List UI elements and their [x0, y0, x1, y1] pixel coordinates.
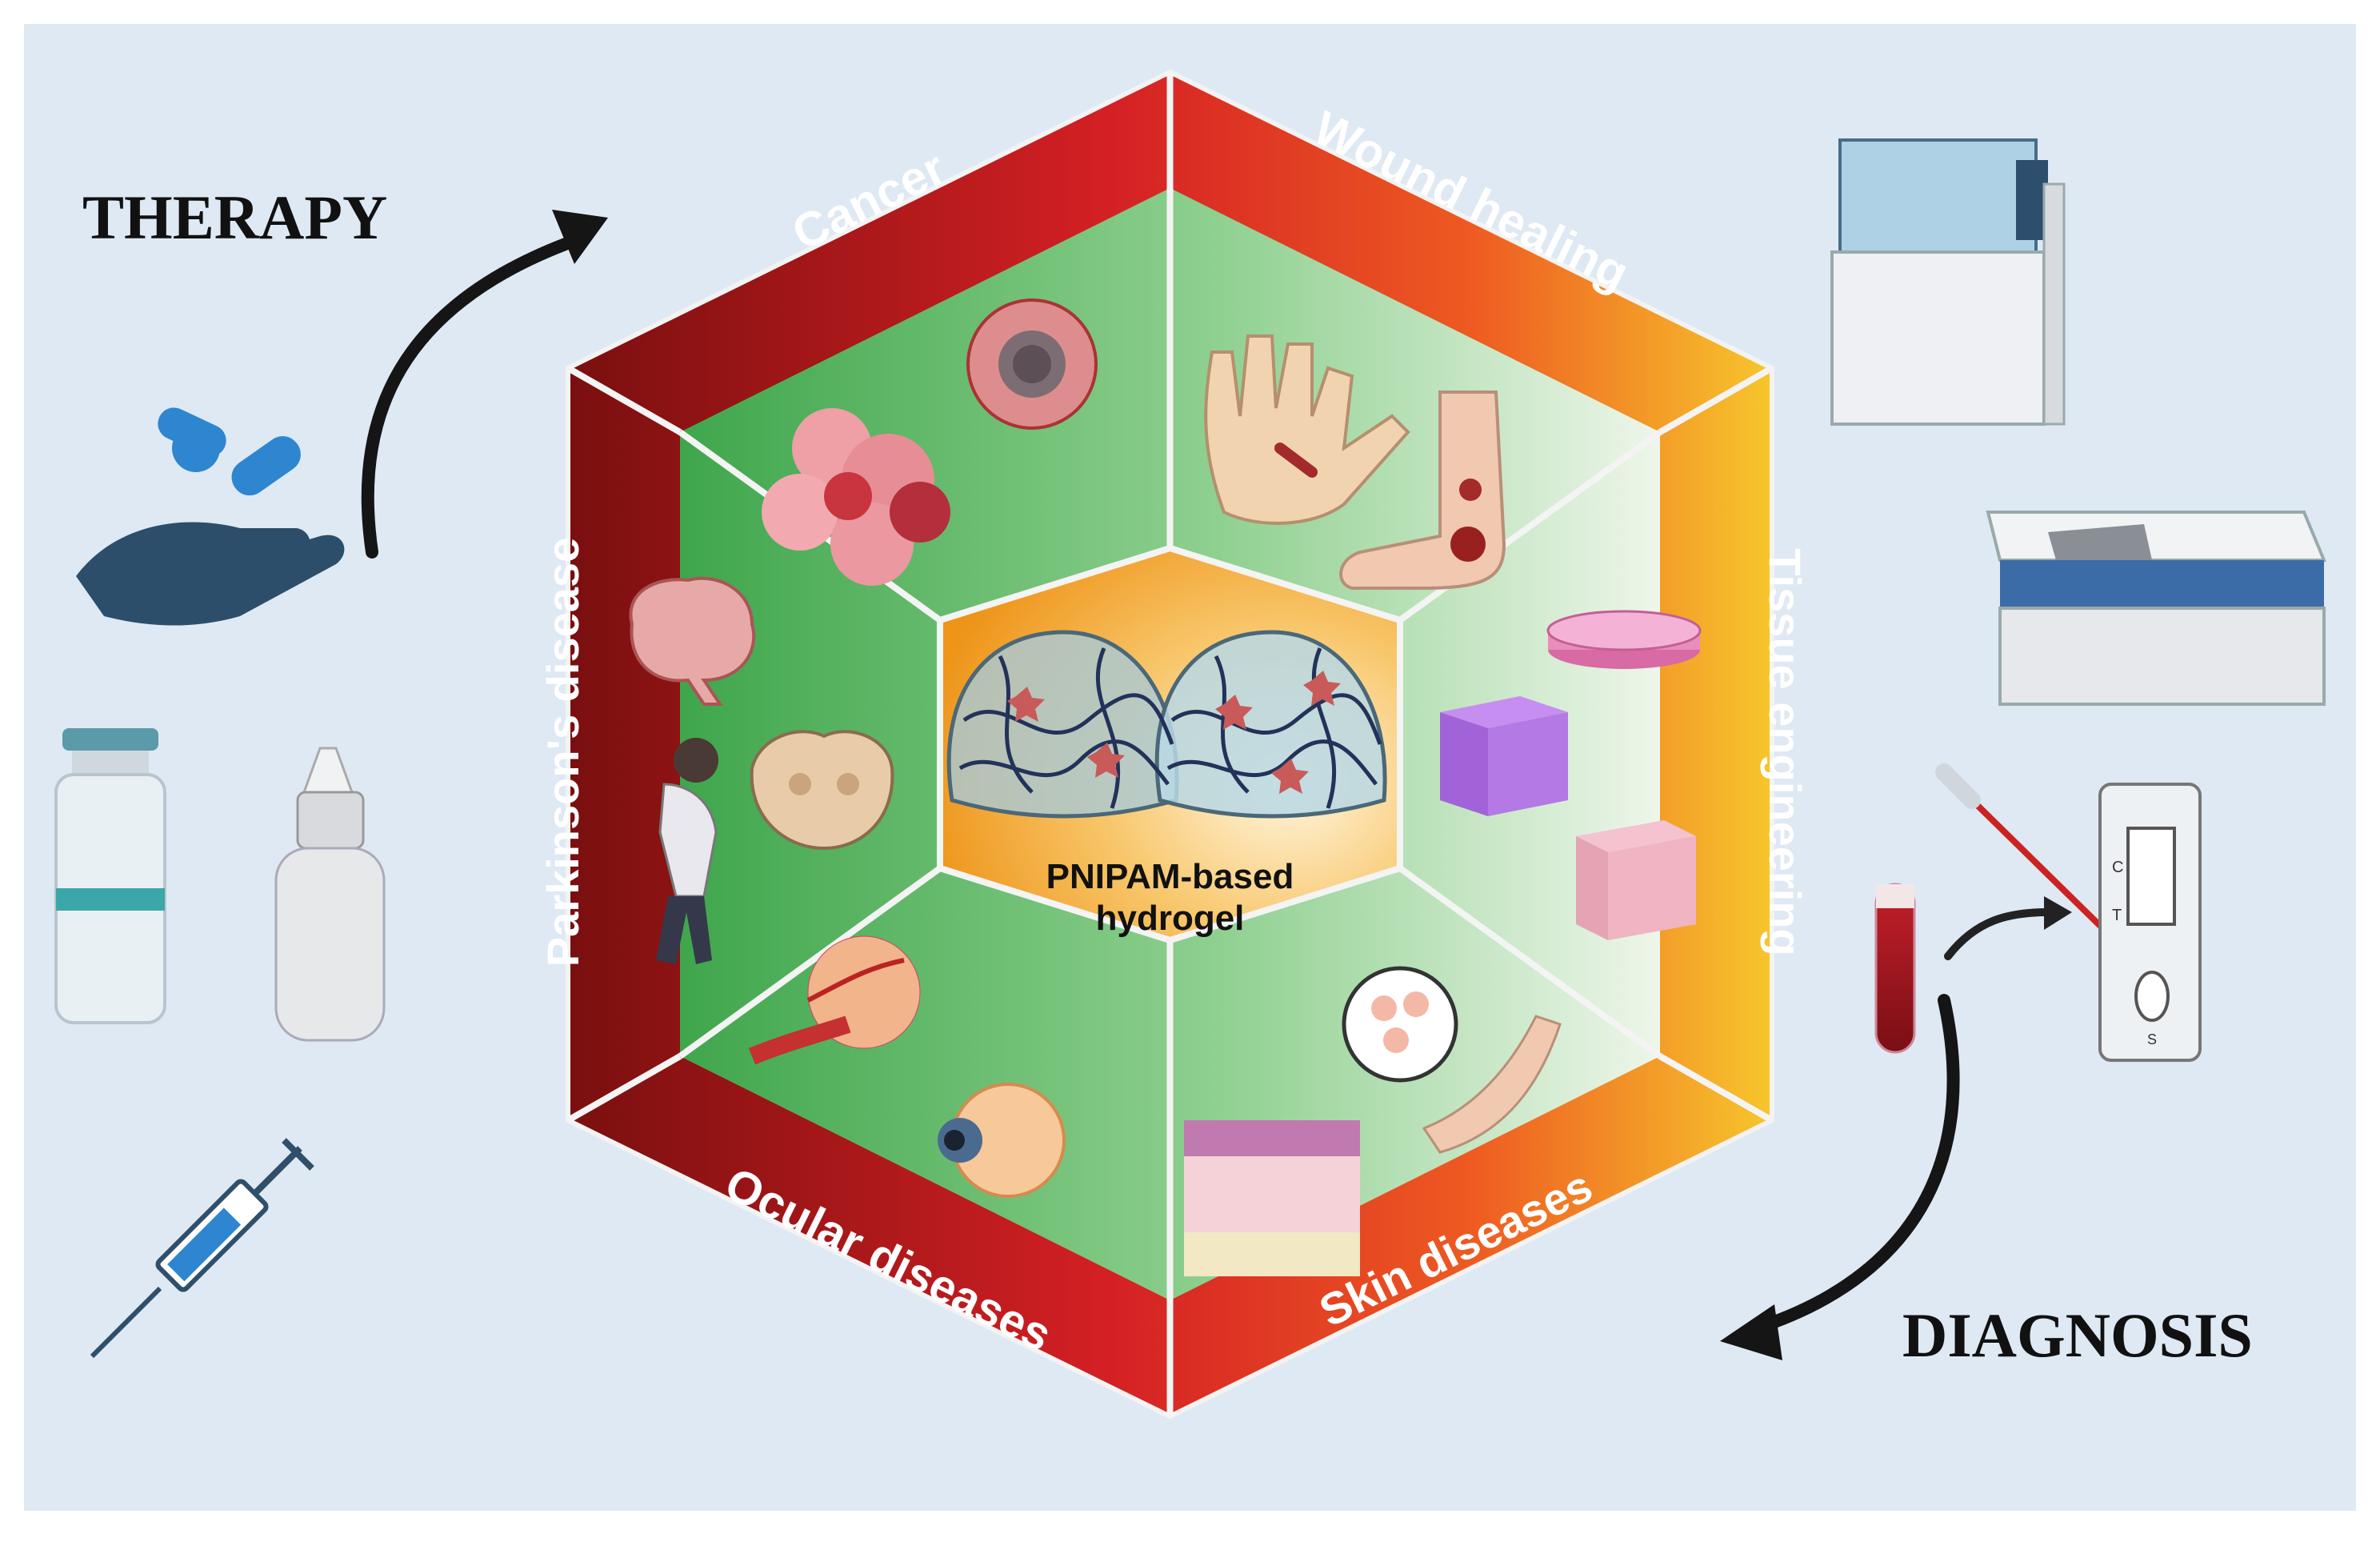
- sample-arrow: [1944, 896, 2072, 960]
- cancer-cells-icon: [762, 408, 950, 586]
- brain-section-icon: [750, 730, 894, 851]
- vial-icon: [54, 728, 166, 1024]
- elderly-man-icon: [656, 738, 718, 964]
- test-strip-s: S: [2147, 1031, 2157, 1047]
- hydrogel-icon: [946, 630, 1387, 819]
- diagnosis-arrow: [1720, 994, 1960, 1360]
- petri-dish-icon: [1546, 610, 1702, 669]
- center-label-line2: hydrogel: [1096, 899, 1245, 938]
- test-strip-t: T: [2112, 907, 2122, 924]
- center-label-line1: PNIPAM-based: [1046, 857, 1294, 896]
- eyeball-icon: [938, 1083, 1066, 1198]
- leg-wound-icon: [1339, 391, 1506, 590]
- arm-cells-icon: [1342, 966, 1562, 1154]
- dropper-bottle-icon: [274, 747, 386, 1042]
- test-strip-c: C: [2112, 859, 2123, 876]
- segment-label-parkinsons-disease: Parkinson's disease: [538, 538, 588, 967]
- syringe-icon: [90, 1138, 314, 1359]
- therapy-title: THERAPY: [82, 182, 387, 252]
- skin-layers-icon: [1184, 1120, 1360, 1276]
- therapy-arrow: [361, 210, 608, 559]
- diagnosis-title: DIAGNOSIS: [1902, 1300, 2253, 1370]
- hand-wound-icon: [1204, 334, 1410, 525]
- lab-analyzer-icon: [1830, 138, 2066, 426]
- segment-label-tissue-engineering: Tissue engineering: [1760, 548, 1810, 956]
- tissue-block-icon: [1576, 820, 1696, 940]
- scaffold-cube-icon: [1440, 696, 1568, 816]
- brain-icon: [629, 576, 756, 706]
- eye-anatomy-icon: [748, 935, 921, 1065]
- blood-tube-icon: [1874, 883, 1916, 1054]
- rapid-test-icon: C T S: [2098, 783, 2202, 1062]
- pills-hand-icon: [76, 407, 345, 626]
- spectrometer-icon: [1986, 511, 2326, 706]
- tumor-icon: [966, 298, 1098, 430]
